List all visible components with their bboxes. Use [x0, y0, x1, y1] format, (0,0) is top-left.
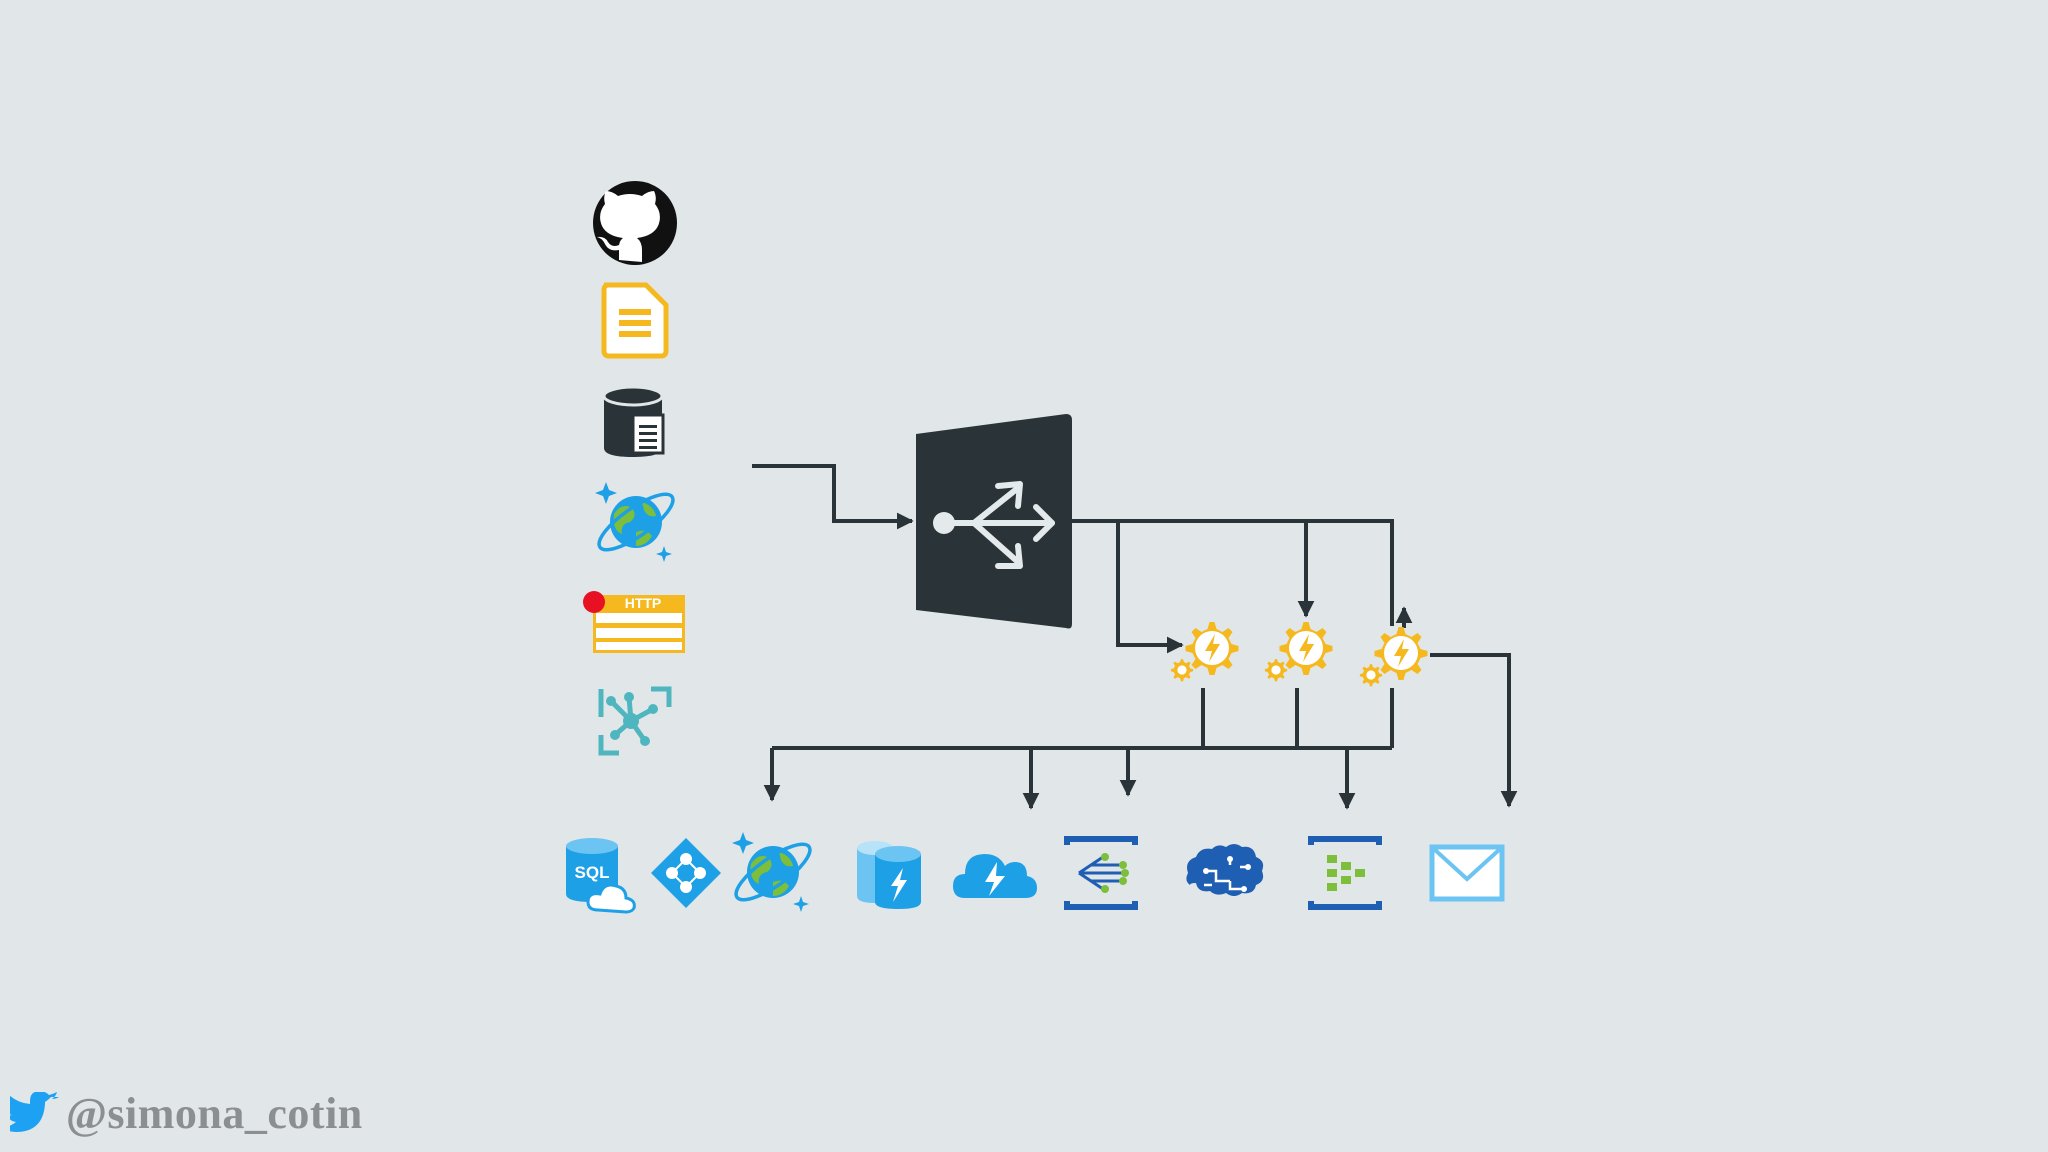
source-icons: HTTP [583, 181, 685, 756]
function-gear-icon-1 [1171, 622, 1239, 681]
event-grid-icon [598, 686, 672, 756]
function-3-to-email-arrow [1430, 653, 1518, 808]
active-directory-icon [651, 838, 721, 908]
http-label: HTTP [625, 595, 662, 611]
event-hub-icon [1064, 836, 1138, 910]
destination-icons: SQL [566, 832, 1505, 914]
functions-output-bus [772, 688, 1394, 750]
function-gears [1171, 622, 1428, 686]
event-grid-router-icon [916, 414, 1072, 629]
table-storage-icon [857, 841, 921, 909]
sql-database-icon: SQL [566, 838, 636, 914]
github-icon [593, 181, 677, 265]
cognitive-services-icon [1186, 844, 1264, 896]
twitter-bird-icon [10, 1091, 59, 1132]
document-icon [601, 282, 669, 359]
router-to-function-1-arrow [1116, 521, 1184, 654]
function-gear-icon-3 [1360, 627, 1428, 686]
sql-label: SQL [575, 863, 610, 882]
http-icon: HTTP [583, 591, 685, 653]
cloud-functions-icon [953, 854, 1037, 898]
connector-lines [752, 464, 1518, 810]
function-gear-icon-2 [1265, 622, 1333, 681]
cosmos-db-icon [595, 482, 675, 562]
twitter-handle-text[interactable]: @simona_cotin [66, 1089, 363, 1138]
stream-analytics-icon [1308, 836, 1382, 910]
router-output-bus [1072, 519, 1394, 626]
email-icon [1429, 844, 1505, 902]
blob-storage-icon [602, 385, 665, 457]
sources-to-router-arrow [752, 464, 914, 530]
twitter-handle[interactable]: @simona_cotin [10, 1088, 363, 1139]
cosmos-db-icon [732, 832, 812, 912]
